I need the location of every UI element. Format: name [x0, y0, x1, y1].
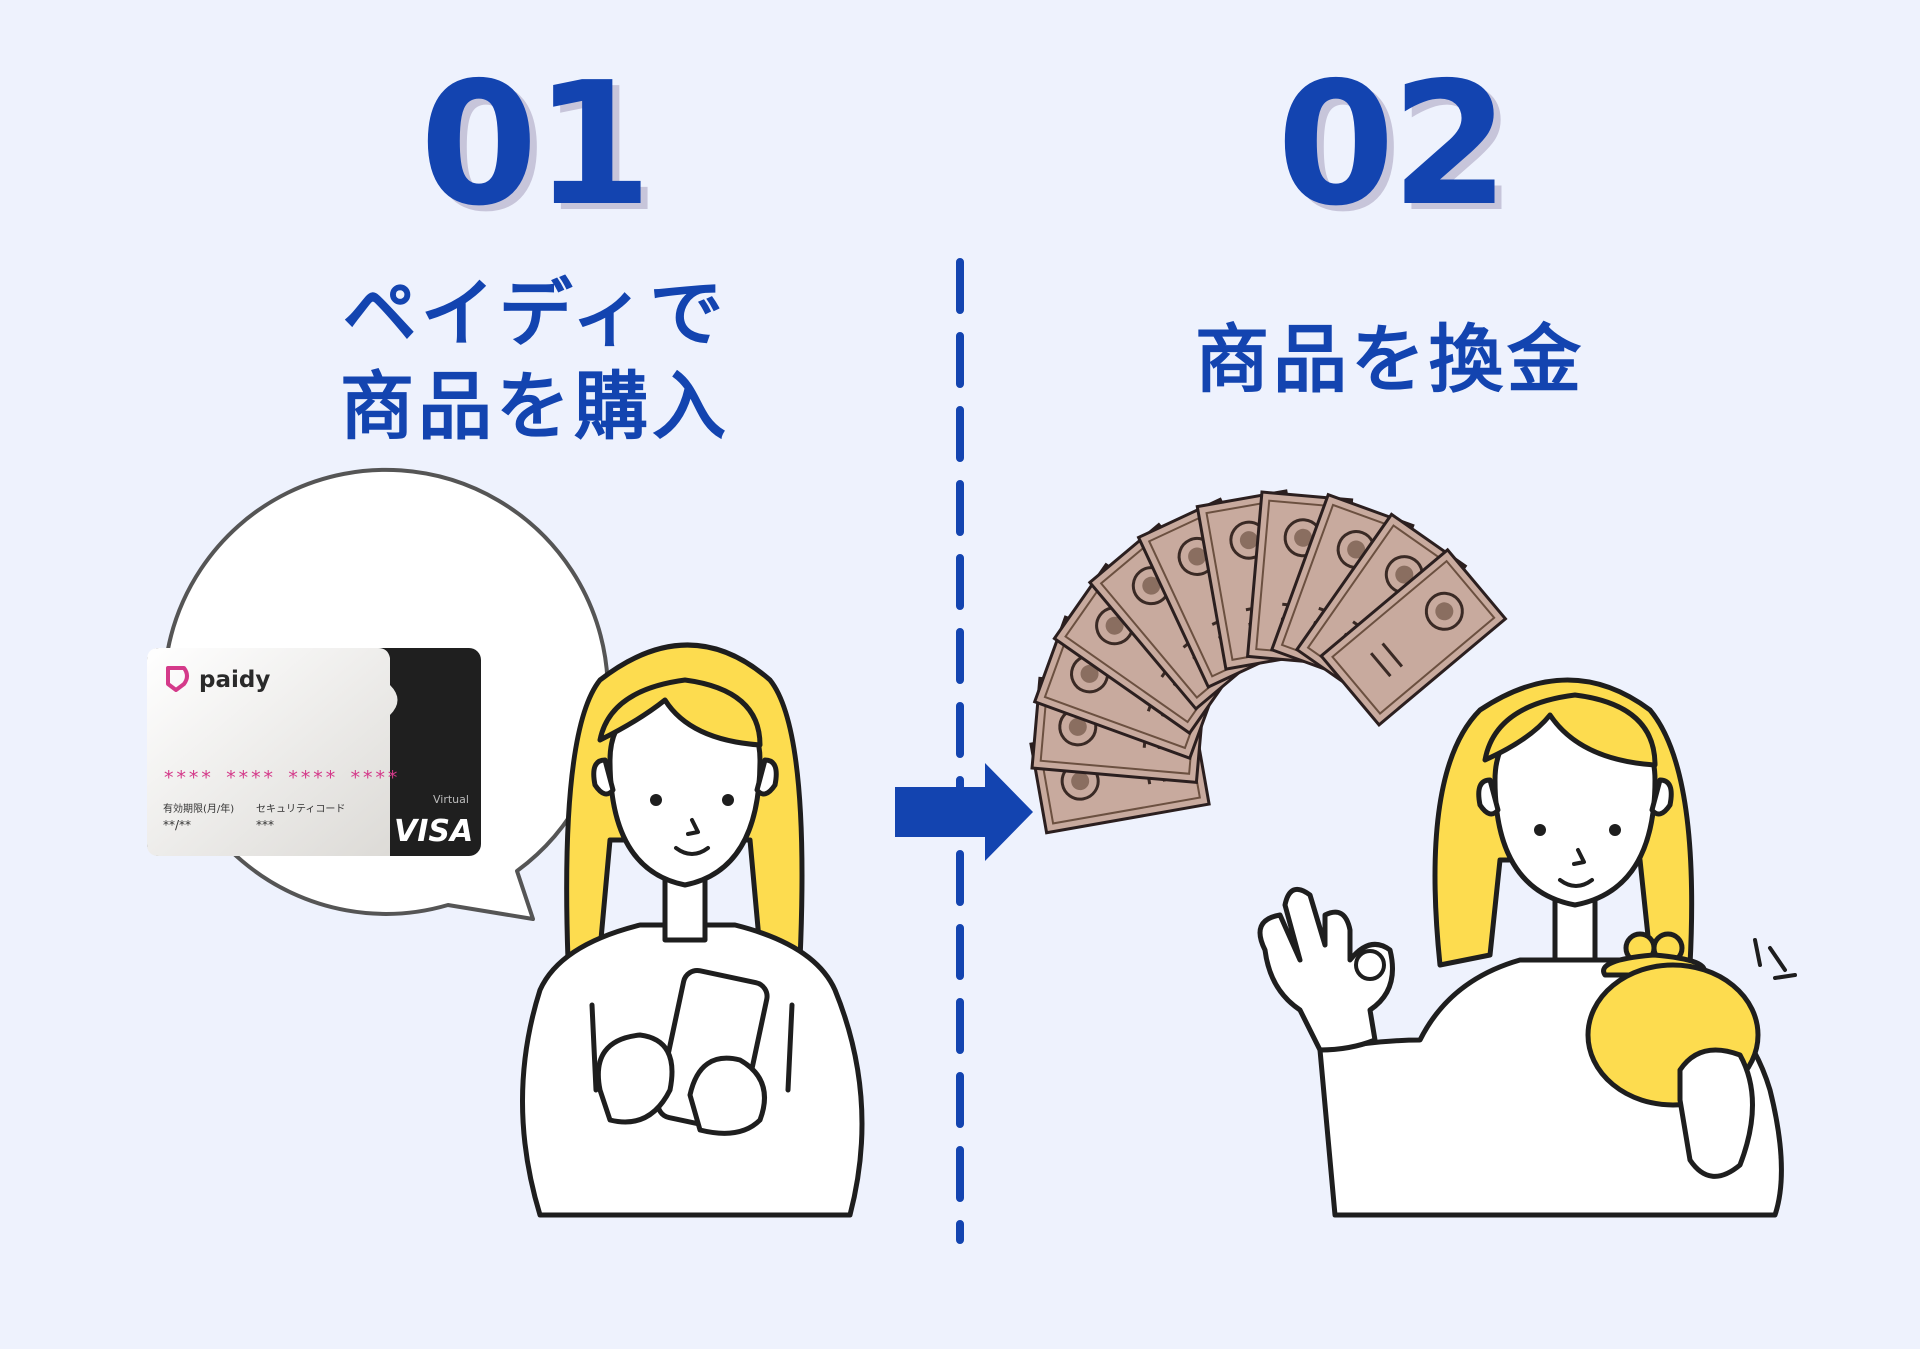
banknote-fan-icon	[1029, 489, 1507, 835]
step-title-1-line1: ペイディで	[342, 271, 728, 357]
arrow-right-icon	[895, 763, 1033, 861]
card-expiry-value: **/**	[163, 818, 191, 832]
paidy-logo-icon	[166, 666, 189, 692]
card-security-value: ***	[256, 818, 274, 832]
ok-hand-icon	[1257, 886, 1395, 1053]
card-security-label: セキュリティコード	[256, 803, 345, 815]
step-title-1: ペイディで 商品を購入	[280, 268, 790, 453]
card-network-label: VISA	[394, 814, 473, 849]
paidy-card: paidy **** **** **** **** 有効期限(月/年) **/*…	[147, 648, 481, 856]
card-brand: paidy	[199, 667, 270, 693]
woman-with-smartphone	[520, 642, 865, 1218]
card-number: **** **** **** ****	[163, 767, 399, 789]
card-type-label: Virtual	[433, 793, 469, 806]
woman-with-coin-purse	[1257, 677, 1797, 1218]
step-number-2: 02	[1276, 46, 1510, 244]
card-expiry-label: 有効期限(月/年)	[163, 802, 234, 815]
step-title-1-line2: 商品を購入	[340, 363, 730, 450]
step-title-2: 商品を換金	[1195, 317, 1585, 403]
step-number-1: 01	[419, 46, 653, 244]
